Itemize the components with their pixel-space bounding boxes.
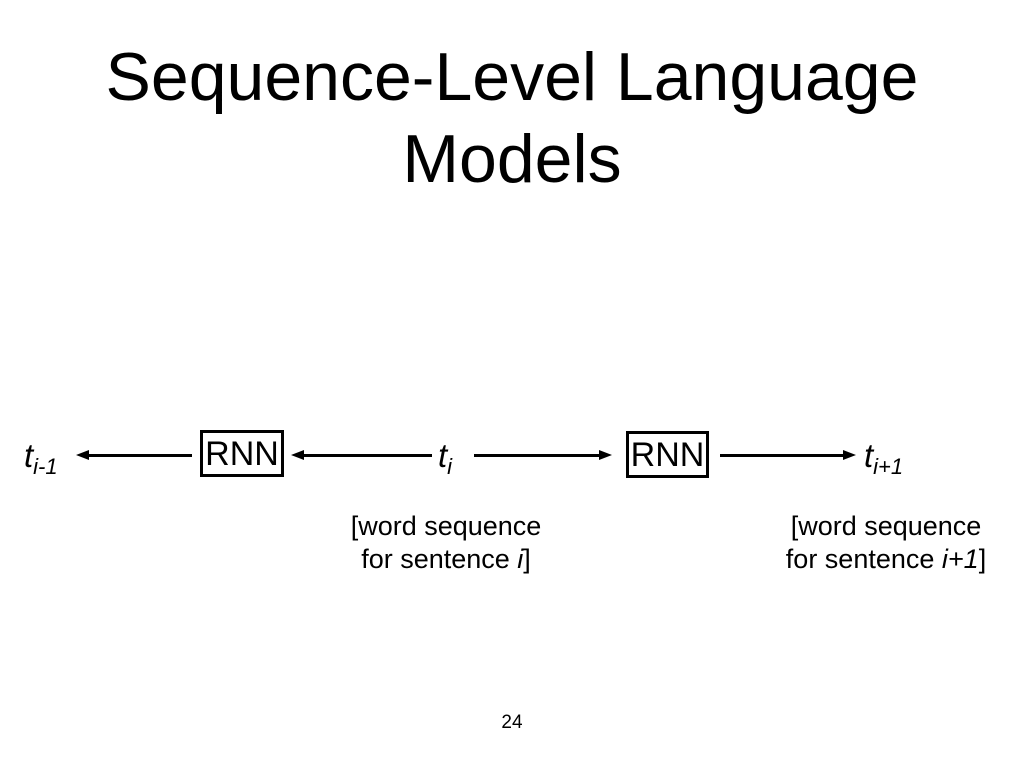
node-t-prev-subscript: i-1 xyxy=(33,454,58,479)
arrow-shaft xyxy=(720,454,845,457)
caption-index-var: i xyxy=(517,544,524,574)
node-t-next: ti+1 xyxy=(864,437,903,478)
node-t-cur-subscript: i xyxy=(447,454,453,479)
arrow-left-icon xyxy=(76,450,89,460)
page-number: 24 xyxy=(501,712,523,733)
arrow-right-icon xyxy=(843,450,856,460)
node-t-next-base: t xyxy=(864,437,874,474)
caption-index-var: i+1 xyxy=(941,544,979,574)
arrow-shaft xyxy=(302,454,432,457)
caption-sentence-i-plus-1-line2: for sentence i+1] xyxy=(768,543,1004,576)
node-t-prev: ti-1 xyxy=(24,437,58,478)
caption-text: ] xyxy=(523,544,531,574)
node-t-next-subscript: i+1 xyxy=(873,454,904,479)
arrow-shaft xyxy=(474,454,601,457)
caption-sentence-i-line2: for sentence i] xyxy=(331,543,561,576)
arrow-left-icon xyxy=(291,450,304,460)
arrow-right-icon xyxy=(599,450,612,460)
node-t-cur-base: t xyxy=(438,437,448,474)
caption-text: for sentence xyxy=(785,544,942,574)
rnn-box-right: RNN xyxy=(626,431,709,478)
slide-title: Sequence-Level Language Models xyxy=(105,39,919,197)
node-t-cur: ti xyxy=(438,437,452,478)
rnn-box-left: RNN xyxy=(200,430,284,477)
caption-sentence-i: [word sequence for sentence i] xyxy=(331,510,561,576)
node-t-prev-base: t xyxy=(24,437,34,474)
arrow-t-cur-to-rnn-left xyxy=(291,447,432,463)
arrow-shaft xyxy=(87,454,192,457)
arrow-t-cur-to-rnn-right xyxy=(474,447,612,463)
arrow-rnn-left-to-t-prev xyxy=(76,447,192,463)
caption-sentence-i-plus-1-line1: [word sequence xyxy=(790,511,982,541)
caption-sentence-i-line1: [word sequence xyxy=(350,511,542,541)
arrow-rnn-right-to-t-next xyxy=(720,447,856,463)
caption-text: for sentence xyxy=(361,544,518,574)
caption-text: ] xyxy=(978,544,987,574)
caption-sentence-i-plus-1: [word sequence for sentence i+1] xyxy=(768,510,1004,576)
